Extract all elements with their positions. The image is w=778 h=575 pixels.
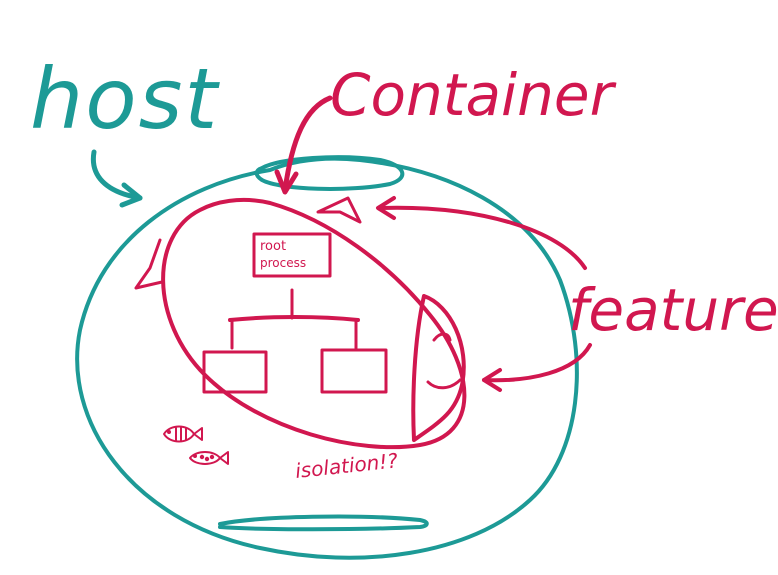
features-lower-arrow-icon xyxy=(482,343,592,383)
host-arrow-head xyxy=(119,182,143,208)
process-tree xyxy=(202,232,388,394)
container-left-ear xyxy=(134,238,164,290)
fish-icon-2 xyxy=(189,451,229,465)
features-upper-arrow-icon xyxy=(378,205,587,270)
root-process-label-line1: root xyxy=(260,239,286,254)
container-group xyxy=(134,95,467,450)
host-arrow-icon xyxy=(90,149,143,201)
container-feature-shape xyxy=(411,294,466,442)
host-group xyxy=(75,149,579,560)
child-process-box-left xyxy=(202,350,268,394)
container-arrow-head xyxy=(274,169,299,195)
host-top-lid xyxy=(254,155,405,191)
features-lower-arrow-head xyxy=(482,368,502,392)
host-boundary-circle xyxy=(75,156,579,560)
container-label: Container xyxy=(330,61,617,129)
container-top-ear xyxy=(316,196,362,224)
container-feature-inner-curve xyxy=(426,378,462,390)
features-arrows xyxy=(376,196,592,392)
container-boundary-ellipse xyxy=(161,197,467,450)
root-process-box xyxy=(252,232,332,278)
isolation-label: isolation!? xyxy=(294,448,399,483)
features-label: features xyxy=(568,276,778,344)
host-bottom-base xyxy=(218,514,429,532)
container-feature-inner-mark xyxy=(432,332,452,342)
features-upper-arrow-head xyxy=(376,196,396,220)
host-label: host xyxy=(30,50,220,148)
tree-branch-line xyxy=(228,315,360,322)
fish-icon xyxy=(163,425,203,443)
root-process-label-line2: process xyxy=(260,256,306,270)
container-arrow-icon xyxy=(282,95,333,193)
child-process-box-right xyxy=(320,348,388,394)
